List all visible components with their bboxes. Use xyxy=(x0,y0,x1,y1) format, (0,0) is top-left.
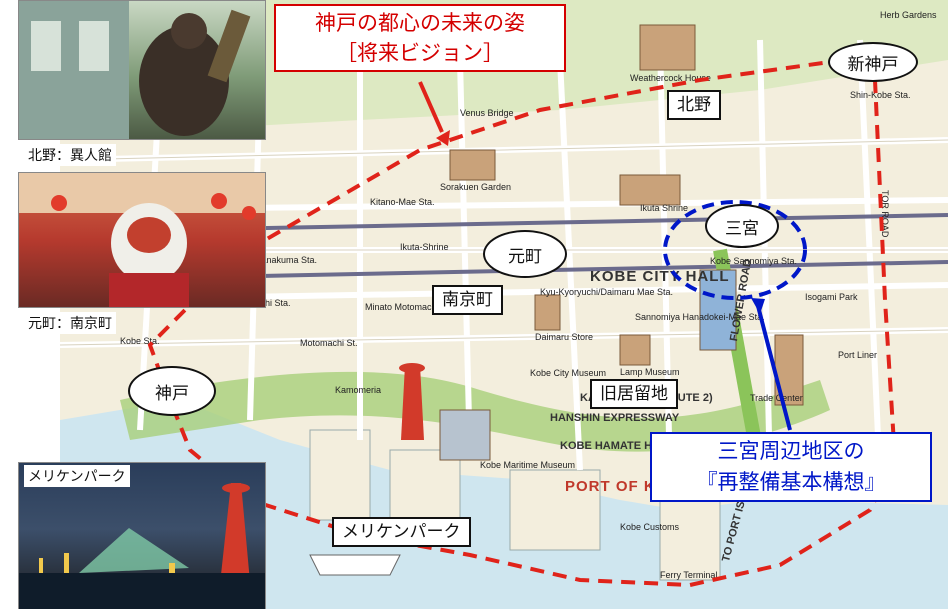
future-vision-subtitle: ［将来ビジョン］ xyxy=(336,41,504,65)
map-text-weathercock: Weathercock House xyxy=(630,73,711,83)
map-text-kitano-rd: Kitano-Mae Sta. xyxy=(370,197,435,207)
port-tower-illustration xyxy=(399,363,425,440)
map-text-ferry-terminal: Ferry Terminal xyxy=(660,570,718,580)
map-text-trade-center: Trade Center xyxy=(750,393,803,403)
map-text-maritime: Kobe Maritime Museum xyxy=(480,460,576,470)
photo-kitano-illustration xyxy=(19,1,251,139)
station-shin-kobe: 新神戸 xyxy=(828,42,918,82)
future-vision-title: 神戸の都心の未来の姿 xyxy=(315,11,525,35)
label-kyukyoryuchi: 旧居留地 xyxy=(590,379,678,409)
future-vision-callout: 神戸の都心の未来の姿 ［将来ビジョン］ xyxy=(274,4,566,72)
map-text-shin-kobe-sta: Shin-Kobe Sta. xyxy=(850,90,911,100)
caption-kitano: 北野：異人館 xyxy=(24,144,116,166)
station-sannomiya: 三宮 xyxy=(705,204,779,248)
map-text-motomachi-st: Motomachi St. xyxy=(300,338,358,348)
plan-arrow xyxy=(751,298,792,431)
map-text-ikuta: Ikuta Shrine xyxy=(640,203,689,213)
building-illustrations xyxy=(439,24,804,461)
photo-nankinmachi-illustration xyxy=(19,173,265,307)
map-text-kobe-sta: Kobe Sta. xyxy=(120,336,160,346)
map-text-isogami: Isogami Park xyxy=(805,292,858,302)
map-text-city-museum: Kobe City Museum xyxy=(530,368,607,378)
label-nankinmachi: 南京町 xyxy=(432,285,503,315)
map-text-daimaru: Daimaru Store xyxy=(535,332,594,342)
map-text-port-liner: Port Liner xyxy=(838,350,878,360)
photo-meriken xyxy=(18,462,266,609)
map-text-hanakuma: Hanakuma Sta. xyxy=(255,255,318,265)
sannomiya-focus-ellipse xyxy=(663,200,807,300)
map-text-lamp: Lamp Museum xyxy=(620,367,680,377)
caption-nankinmachi: 元町：南京町 xyxy=(24,312,116,334)
station-motomachi: 元町 xyxy=(483,230,567,278)
station-kobe: 神戸 xyxy=(128,366,216,416)
future-vision-arrow xyxy=(418,81,450,146)
photo-kitano xyxy=(18,0,266,140)
redevelopment-plan-callout: 三宮周辺地区の 『再整備基本構想』 xyxy=(650,432,932,502)
map-text-minato-motomachi: Minato Motomachi Sta. xyxy=(365,302,458,312)
caption-meriken: メリケンパーク xyxy=(24,465,130,487)
photo-meriken-illustration xyxy=(19,483,265,609)
map-text-sorakuen: Sorakuen Garden xyxy=(440,182,512,192)
map-text-kobe-sannomiya: Kobe Sannomiya Sta. xyxy=(710,256,798,266)
map-text-kamomeria: Kamomeria xyxy=(335,385,382,395)
photo-nankinmachi xyxy=(18,172,266,308)
map-text-hamate: KOBE HAMATE HWY. xyxy=(560,440,672,452)
ship xyxy=(309,554,401,576)
label-meriken-park: メリケンパーク xyxy=(332,517,471,547)
plan-title-line2: 『再整備基本構想』 xyxy=(696,470,886,494)
map-text-venus-bridge: Venus Bridge xyxy=(460,108,514,118)
map-text-kobe-city-hall: KOBE CITY HALL xyxy=(590,268,730,285)
map-text-ikuta-rd: Ikuta-Shrine xyxy=(400,242,449,252)
plan-title-line1: 三宮周辺地区の xyxy=(717,439,865,463)
map-text-hanadokei: Sannomiya Hanadokei-Mae Sta. xyxy=(635,312,765,322)
map-text-kobe-customs: Kobe Customs xyxy=(620,522,680,532)
map-text-herb-gardens: Herb Gardens xyxy=(880,10,937,20)
map-text-hanshin: HANSHIN EXPRESSWAY xyxy=(550,412,680,424)
map-text-kyu-kyoryuchi-sta: Kyu-Kyoryuchi/Daimaru Mae Sta. xyxy=(540,287,674,297)
sea xyxy=(60,400,948,609)
label-kitano: 北野 xyxy=(667,90,721,120)
